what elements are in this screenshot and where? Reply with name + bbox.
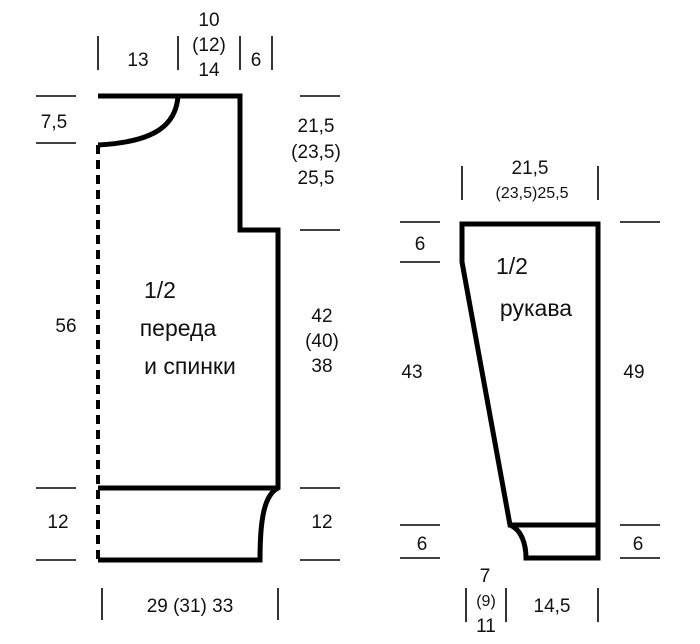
- sleeve-cuff-b: (9): [476, 593, 496, 610]
- sleeve-bottom-left: 6: [417, 534, 428, 555]
- body-side-a: 42: [311, 306, 332, 327]
- body-neck-width-a: 10: [198, 10, 219, 31]
- body-shoulder-width: 6: [251, 50, 262, 71]
- sleeve-dimension-ticks: [400, 166, 660, 622]
- sleeve-cuff-a: 7: [480, 566, 491, 587]
- sleeve-right-height: 49: [623, 362, 644, 383]
- body-title-line1: 1/2: [144, 277, 176, 303]
- body-title-line3: и спинки: [144, 353, 236, 379]
- sleeve-top-left: 6: [415, 234, 426, 255]
- sleeve-top-width-b: (23,5)25,5: [496, 185, 569, 202]
- body-title-line2: переда: [140, 315, 217, 341]
- sleeve-title-line1: 1/2: [496, 253, 528, 279]
- body-rib-left: 12: [47, 512, 68, 533]
- body-total-height: 56: [55, 316, 76, 337]
- body-side-b: (40): [305, 331, 339, 352]
- body-neck-depth: 7,5: [41, 112, 67, 133]
- body-armhole-a: 21,5: [298, 116, 335, 137]
- body-side-c: 38: [311, 356, 332, 377]
- body-bottom-width: 29 (31) 33: [147, 596, 234, 617]
- sleeve-title-line2: рукава: [500, 295, 572, 321]
- sleeve-cuff-c: 11: [476, 616, 496, 637]
- body-neck-width-c: 14: [198, 60, 220, 81]
- body-outline: [97, 93, 281, 563]
- body-armhole-c: 25,5: [298, 168, 335, 189]
- body-neck-width-b: (12): [192, 35, 226, 56]
- body-rib-right: 12: [311, 512, 332, 533]
- body-armhole-b: (23,5): [291, 142, 341, 163]
- sleeve-piece: [459, 221, 601, 561]
- sleeve-top-width-a: 21,5: [512, 158, 549, 179]
- body-dimension-ticks: [36, 36, 340, 620]
- sleeve-left-height: 43: [401, 362, 422, 383]
- sleeve-outline: [459, 221, 601, 561]
- sleeve-bottom-right: 6: [633, 534, 644, 555]
- body-piece: [96, 93, 281, 563]
- body-top-left-width: 13: [127, 50, 148, 71]
- sleeve-bottom-width: 14,5: [534, 596, 571, 617]
